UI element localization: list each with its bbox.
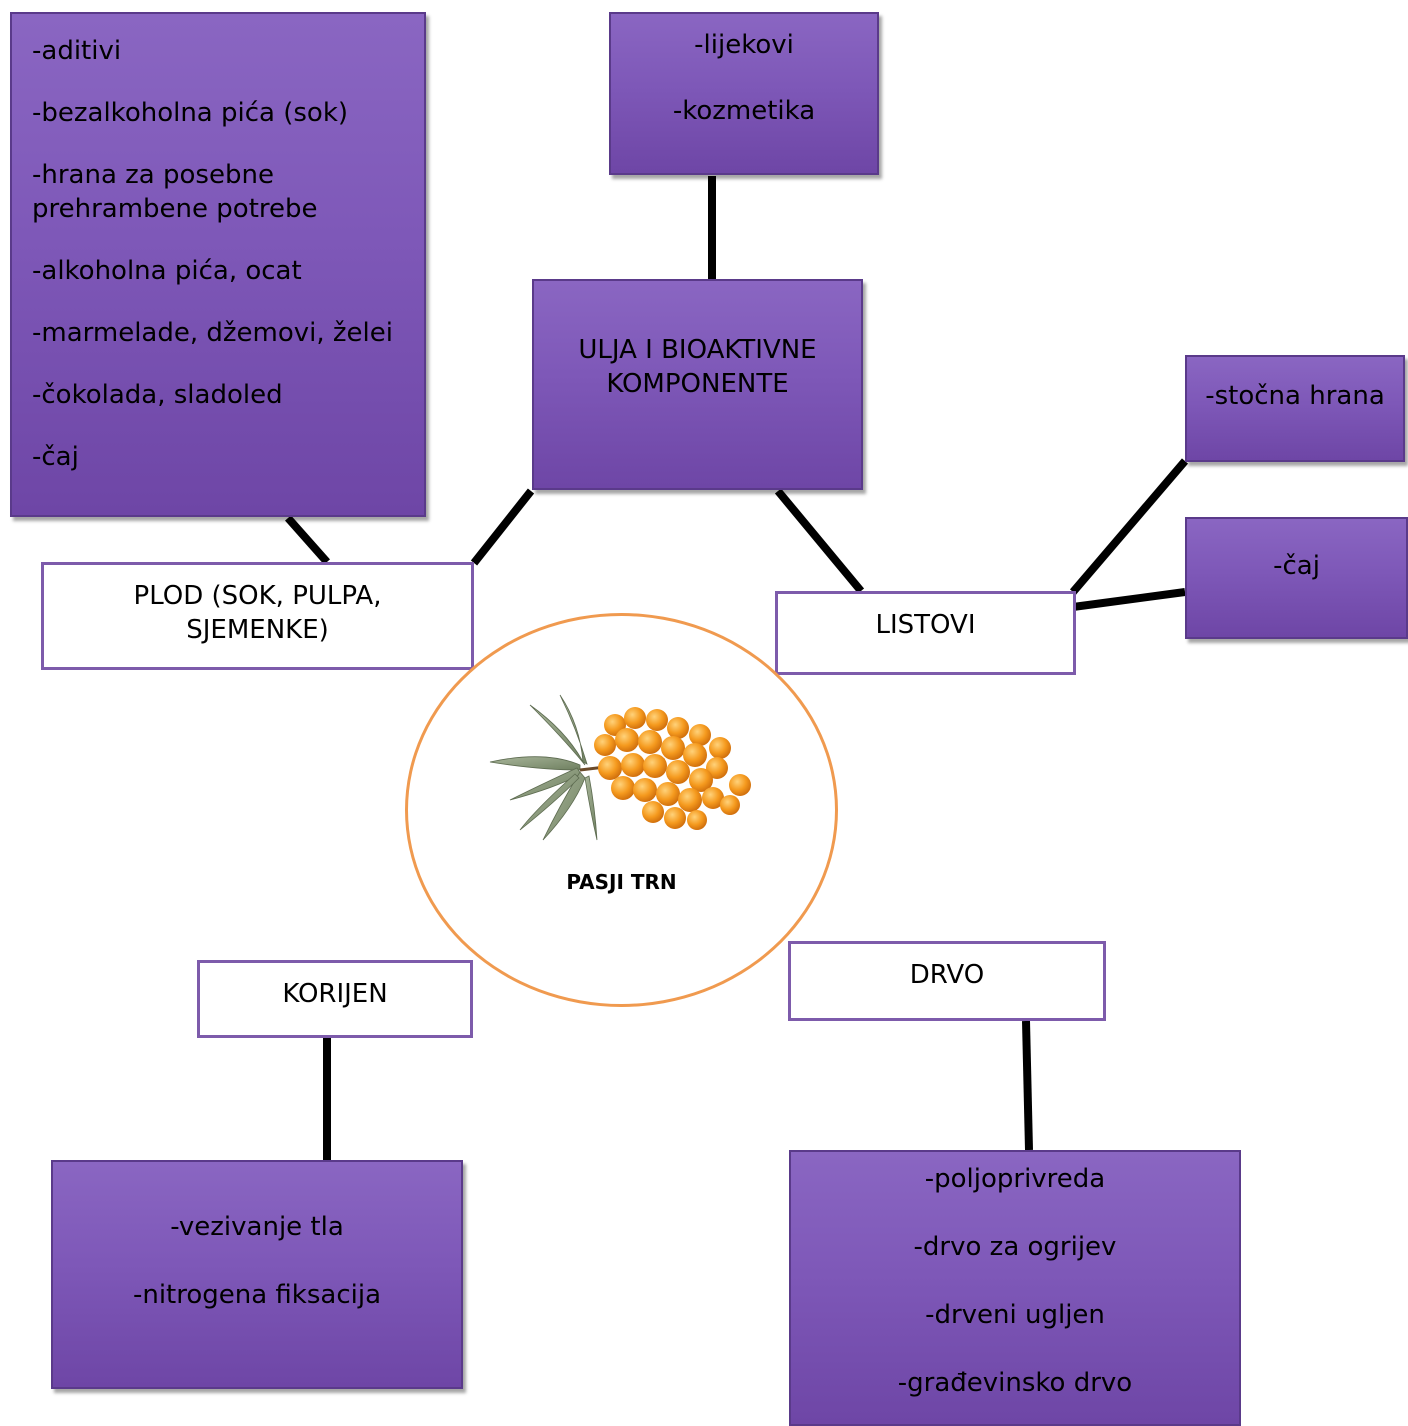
center-circle xyxy=(405,613,838,1007)
drvo-use-item: -poljoprivreda xyxy=(924,1164,1106,1194)
drvo-use-item: -drvo za ogrijev xyxy=(913,1232,1117,1262)
center-title: PASJI TRN xyxy=(566,870,677,894)
connector-ulja-listovi xyxy=(774,488,865,594)
plod-category-box: PLOD (SOK, PULPA, SJEMENKE) xyxy=(41,562,474,670)
listovi-caj-label: -čaj xyxy=(1273,551,1320,581)
drvo-use-item: -građevinsko drvo xyxy=(897,1368,1133,1398)
connector-plod-ulja xyxy=(470,488,535,566)
korijen-uses-box: -vezivanje tla -nitrogena fiksacija xyxy=(51,1160,463,1389)
ulja-use-item: -lijekovi xyxy=(694,30,794,60)
plod-use-item: -čaj xyxy=(32,442,79,472)
listovi-caj-box: -čaj xyxy=(1185,517,1408,639)
sea-buckthorn-berries-image xyxy=(489,694,751,841)
plod-use-item: -alkoholna pića, ocat xyxy=(32,256,302,286)
stocna-hrana-label: -stočna hrana xyxy=(1205,381,1385,411)
ulja-use-item: -kozmetika xyxy=(672,96,816,126)
plod-use-item: -bezalkoholna pića (sok) xyxy=(32,98,349,128)
listovi-category-box: LISTOVI xyxy=(775,591,1076,675)
connector-listovi-stocna xyxy=(1069,458,1189,595)
korijen-use-item: -nitrogena fiksacija xyxy=(132,1280,382,1310)
plod-use-item: -hrana za posebne prehrambene potrebe xyxy=(32,160,318,224)
berries xyxy=(594,707,751,830)
drvo-category-box: DRVO xyxy=(788,941,1106,1021)
connector-listovi-caj xyxy=(1072,588,1186,611)
plod-use-item: -marmelade, džemovi, želei xyxy=(32,318,393,348)
ulja-category-label: ULJA I BIOAKTIVNE KOMPONENTE xyxy=(578,335,817,399)
stocna-hrana-box: -stočna hrana xyxy=(1185,355,1405,462)
ulja-uses-box: -lijekovi -kozmetika xyxy=(609,12,879,175)
connector-drvo-uses xyxy=(1022,1020,1033,1151)
plod-uses-box: -aditivi -bezalkoholna pića (sok) -hrana… xyxy=(10,12,426,517)
ulja-category-box: ULJA I BIOAKTIVNE KOMPONENTE xyxy=(532,279,863,490)
plod-category-label: PLOD (SOK, PULPA, SJEMENKE) xyxy=(133,581,382,645)
listovi-category-label: LISTOVI xyxy=(875,610,976,640)
korijen-category-box: KORIJEN xyxy=(197,960,473,1038)
drvo-category-label: DRVO xyxy=(909,960,985,990)
korijen-use-item: -vezivanje tla xyxy=(170,1212,344,1242)
plod-use-item: -aditivi xyxy=(32,36,122,66)
drvo-use-item: -drveni ugljen xyxy=(925,1300,1105,1330)
connector-plod-uses xyxy=(285,515,330,565)
leaves xyxy=(489,694,598,841)
korijen-category-label: KORIJEN xyxy=(282,979,388,1009)
plod-use-item: -čokolada, sladoled xyxy=(32,380,283,410)
drvo-uses-box: -poljoprivreda -drvo za ogrijev -drveni … xyxy=(789,1150,1241,1426)
